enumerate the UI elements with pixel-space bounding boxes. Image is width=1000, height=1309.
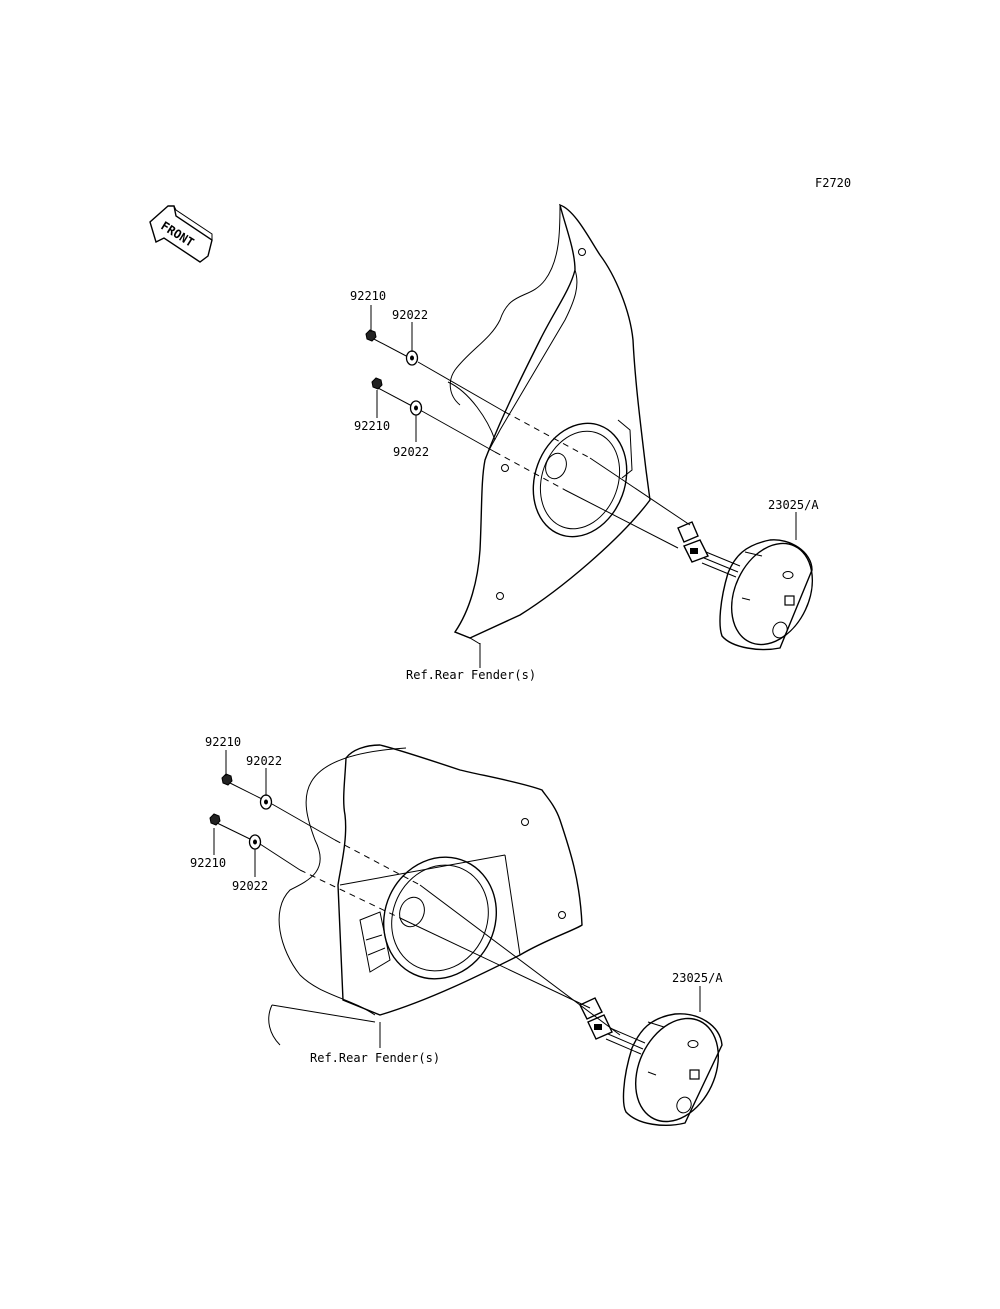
connector-icon: [677, 521, 741, 578]
part-number-label: 92210: [190, 856, 226, 870]
bottom-view: 92210 92022 92210 92022 23025/A Ref.Rear…: [190, 735, 723, 1126]
part-number-label: 23025/A: [768, 498, 819, 512]
washer-icon: [248, 794, 273, 850]
part-number-label: 92022: [393, 445, 429, 459]
reference-label: Ref.Rear Fender(s): [406, 668, 536, 682]
part-number-label: 92022: [392, 308, 428, 322]
connector-icon: [579, 997, 646, 1055]
part-number-label: 92210: [354, 419, 390, 433]
top-view: 92210 92022 92210 92022 23025/A Ref.Rear…: [350, 203, 819, 682]
speaker-unit-bottom: [622, 1013, 723, 1126]
rear-fender-bottom: [268, 744, 583, 1046]
part-number-label: 92022: [246, 754, 282, 768]
part-number-label: 92210: [350, 289, 386, 303]
part-number-label: 92210: [205, 735, 241, 749]
reference-label: Ref.Rear Fender(s): [310, 1051, 440, 1065]
rear-fender-top: [447, 203, 651, 645]
washer-icon: [405, 350, 423, 416]
nut-icon: [209, 773, 233, 826]
part-number-label: 92022: [232, 879, 268, 893]
part-number-label: 23025/A: [672, 971, 723, 985]
front-arrow-label: FRONT: [158, 219, 196, 250]
figure-code: F2720: [815, 176, 851, 190]
nut-icon: [365, 329, 383, 390]
front-arrow-icon: FRONT: [149, 205, 213, 263]
speaker-unit-top: [719, 539, 814, 651]
